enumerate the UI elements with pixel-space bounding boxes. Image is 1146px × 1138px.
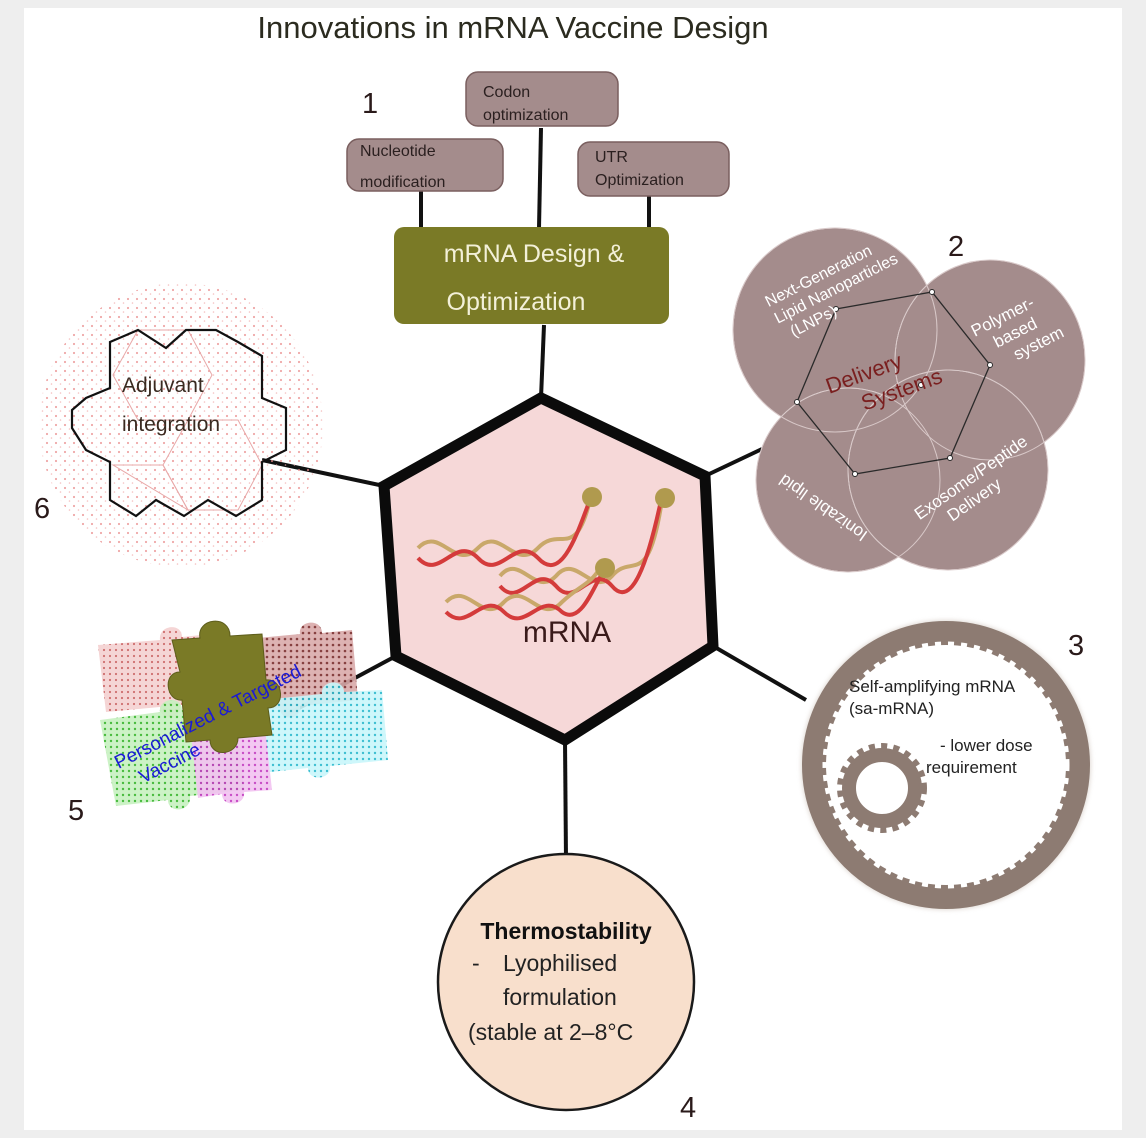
nucleotide-label-line2: modification: [360, 174, 445, 191]
circle-outlines: [732, 227, 1086, 573]
thermostability-section: Thermostability - Lyophilised formulatio…: [436, 852, 696, 1124]
mrna-strands-icon: [416, 487, 675, 621]
thermostability-dash: -: [472, 950, 480, 976]
small-gear-icon: [842, 748, 922, 828]
sa-mrna-section: 3 Self-amplifying mRNA (sa-mRNA) - lower…: [801, 620, 1091, 910]
section-number-6: 6: [34, 493, 50, 525]
hexagon-shape: [378, 391, 719, 747]
nucleotide-modification-box: [346, 138, 504, 192]
sa-mrna-label-line1: Self-amplifying mRNA: [849, 677, 1016, 696]
thermostability-title: Thermostability: [480, 918, 651, 944]
central-mrna-hexagon: mRNA: [378, 391, 719, 747]
section-number-5: 5: [68, 795, 84, 827]
center-mrna-label: mRNA: [523, 616, 611, 649]
design-label-line1: mRNA Design &: [444, 240, 625, 268]
adjuvant-label-line1: Adjuvant: [122, 374, 204, 397]
puzzle-pieces-icon: [98, 620, 388, 810]
puzzle-piece-highlight: [167, 620, 281, 753]
figure-title: Innovations in mRNA Vaccine Design: [257, 10, 768, 45]
section-number-3: 3: [1068, 630, 1084, 662]
section-number-2: 2: [948, 231, 964, 263]
thermostability-line2: formulation: [503, 984, 617, 1010]
utr-label-line1: UTR: [595, 149, 628, 166]
design-optimization-box: [394, 227, 669, 324]
delivery-section: 2 Delivery Systems Next-Generation Lipid…: [732, 227, 1086, 573]
thermostability-circle: [436, 852, 696, 1112]
polymer-label: Polymer- based system: [968, 293, 1067, 364]
design-label-line2: Optimization: [447, 288, 586, 316]
thermostability-line3: (stable at 2–8°C: [468, 1019, 633, 1045]
codon-label-line2: optimization: [483, 107, 568, 124]
small-gear-teeth: [837, 743, 927, 833]
design-section: 1 Codon optimization Nucleotide modifica…: [346, 71, 730, 324]
personalized-section: 5 Personalized & Targeted Vaccine: [68, 620, 388, 827]
utr-optimization-box: [577, 141, 730, 197]
large-gear-teeth: [822, 641, 1070, 889]
utr-label-line2: Optimization: [595, 172, 684, 189]
sa-mrna-note-line2: requirement: [926, 758, 1017, 777]
hexagon-vertices: [794, 289, 993, 477]
section-number-1: 1: [362, 88, 378, 120]
adjuvant-section: Adjuvant integration 6: [34, 283, 323, 567]
codon-label-line1: Codon: [483, 84, 530, 101]
sa-mrna-note-line1: - lower dose: [940, 736, 1033, 755]
adjuvant-hexagon-cluster-outline: [70, 328, 288, 518]
adjuvant-label-line2: integration: [122, 413, 220, 436]
codon-optimization-box: [465, 71, 619, 127]
sa-mrna-label-line2: (sa-mRNA): [849, 699, 934, 718]
section-number-4: 4: [680, 1092, 696, 1124]
nucleotide-label-line1: Nucleotide: [360, 143, 436, 160]
thermostability-line1: Lyophilised: [503, 950, 617, 976]
